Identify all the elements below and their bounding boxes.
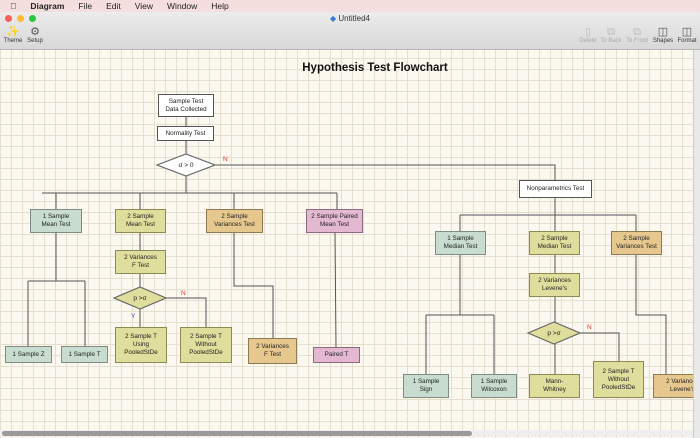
flowchart-node-z1[interactable]: 1 Sample Z: [5, 346, 52, 363]
delete-label: Delete: [579, 38, 597, 44]
format-label: Format: [677, 38, 697, 44]
menu-view[interactable]: View: [128, 1, 153, 11]
flowchart-node-t1[interactable]: 1 Sample T: [61, 346, 108, 363]
connector-line: [635, 255, 667, 374]
flowchart-node-pm[interactable]: 2 Sample Paired Mean Test: [306, 209, 363, 233]
theme-label: Theme: [3, 38, 23, 44]
menu-window[interactable]: Window: [160, 1, 197, 11]
flowchart-node-f2[interactable]: 2 Variances F Test: [115, 250, 166, 274]
theme-button[interactable]: ✨Theme: [0, 26, 26, 44]
window-title-text: Untitled4: [338, 14, 370, 23]
diagram-canvas[interactable]: [0, 50, 700, 438]
trash-icon: ▯: [584, 26, 592, 38]
flowchart-node-wil[interactable]: 1 Sample Wilcoxon: [471, 374, 517, 398]
diagram-title[interactable]: Hypothesis Test Flowchart: [302, 62, 448, 74]
gear-icon: ⚙: [30, 26, 40, 38]
flowchart-node-m2[interactable]: 2 Sample Mean Test: [115, 209, 166, 233]
decision-diamond-d1[interactable]: [155, 153, 217, 177]
connector-line: [580, 332, 620, 361]
flowchart-node-v2[interactable]: 2 Sample Variances Test: [206, 209, 263, 233]
flowchart-node-nv2[interactable]: 2 Sample Variances Test: [611, 231, 662, 255]
decision-label-d1: σ > 0: [178, 161, 194, 169]
menu-help[interactable]: Help: [204, 1, 228, 11]
shapes-panel-icon: ◫: [657, 26, 669, 38]
format-panel-icon: ◫: [681, 26, 693, 38]
decision-diamond-d2[interactable]: [112, 286, 168, 310]
horizontal-scroll-thumb[interactable]: [2, 431, 472, 436]
branch-label-y2: Y: [131, 313, 136, 320]
flowchart-node-fv[interactable]: 2 Variances F Test: [248, 338, 297, 364]
delete-button[interactable]: ▯Delete: [575, 26, 601, 44]
to-back-button[interactable]: ⧉To Back: [598, 26, 624, 44]
branch-label-n2: N: [181, 290, 186, 297]
decision-label-d2: p >σ: [133, 294, 147, 302]
menu-bar:  Diagram File Edit View Window Help: [0, 0, 700, 12]
to-front-label: To Front: [625, 38, 648, 44]
branch-label-n3: N: [587, 324, 592, 331]
close-button[interactable]: [5, 15, 12, 22]
flowchart-node-tw[interactable]: 2 Sample T Without PooledStDe: [180, 327, 232, 363]
window-titlebar: ◆ Untitled4 ✨Theme ⚙Setup ▯Delete ⧉To Ba…: [0, 12, 700, 50]
to-back-label: To Back: [600, 38, 622, 44]
document-icon: ◆: [330, 14, 339, 23]
decision-label-d3: p >σ: [547, 329, 561, 337]
horizontal-scrollbar[interactable]: [0, 430, 693, 437]
connector-line: [334, 232, 337, 348]
setup-button[interactable]: ⚙Setup: [22, 26, 48, 44]
flowchart-node-start[interactable]: Sample Test Data Collected: [158, 94, 214, 117]
connector-line: [233, 233, 274, 338]
menu-edit[interactable]: Edit: [99, 1, 121, 11]
flowchart-node-norm[interactable]: Normality Test: [157, 126, 214, 141]
flowchart-node-pt[interactable]: Paired T: [313, 347, 360, 363]
flowchart-node-m1[interactable]: 1 Sample Mean Test: [30, 209, 82, 233]
to-back-icon: ⧉: [607, 26, 615, 38]
setup-label: Setup: [27, 38, 43, 44]
menu-file[interactable]: File: [72, 1, 92, 11]
to-front-icon: ⧉: [633, 26, 641, 38]
flowchart-node-md2[interactable]: 2 Sample Median Test: [529, 231, 580, 255]
flowchart-node-tu[interactable]: 2 Sample T Using PooledStDe: [115, 327, 167, 363]
flowchart-node-sign[interactable]: 1 Sample Sign: [403, 374, 449, 398]
magic-wand-icon: ✨: [6, 26, 20, 38]
connector-line: [215, 164, 556, 180]
window-title: ◆ Untitled4: [0, 14, 700, 23]
to-front-button[interactable]: ⧉To Front: [624, 26, 650, 44]
vertical-scrollbar[interactable]: [693, 50, 700, 438]
branch-label-n1: N: [223, 156, 228, 163]
decision-diamond-d3[interactable]: [526, 321, 582, 345]
flowchart-node-nlev[interactable]: 2 Variances Levene's: [653, 374, 700, 398]
minimize-button[interactable]: [17, 15, 24, 22]
menu-app-diagram[interactable]: Diagram: [24, 1, 64, 11]
format-button[interactable]: ◫Format: [674, 26, 700, 44]
apple-icon[interactable]: : [10, 1, 16, 11]
flowchart-node-nonpar[interactable]: Nonparametrics Test: [519, 180, 592, 198]
shapes-button[interactable]: ◫Shapes: [650, 26, 676, 44]
flowchart-node-lev[interactable]: 2 Variances Levene's: [529, 273, 580, 297]
flowchart-node-mw[interactable]: Mann- Whitney: [529, 374, 580, 398]
connector-line: [166, 297, 207, 327]
zoom-button[interactable]: [29, 15, 36, 22]
flowchart-node-md1[interactable]: 1 Sample Median Test: [435, 231, 486, 255]
shapes-label: Shapes: [652, 38, 674, 44]
flowchart-node-ntw[interactable]: 2 Sample T Without PooledStDe: [593, 361, 644, 398]
